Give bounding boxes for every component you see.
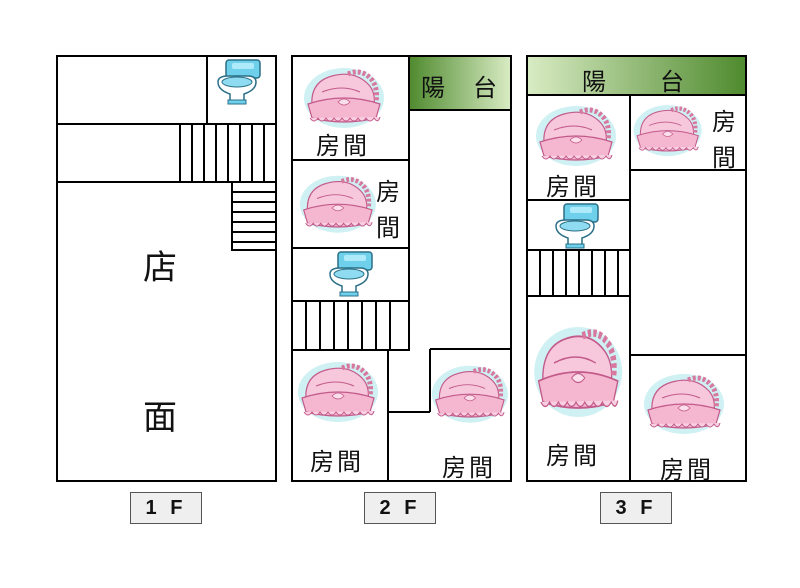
floor-2-plan [291,55,512,482]
cradle-icon [644,374,724,434]
shop-label-bottom: 面 [143,398,177,438]
room-2f-1-label: 房間 [316,132,370,160]
cradle-icon [432,366,508,423]
balcony-2f [408,55,512,111]
floor-2-label: 2 F [364,492,436,524]
floor-1-label: 1 F [130,492,202,524]
balcony-2f-label: 陽 台 [421,74,499,102]
stairs-icon [179,123,277,251]
shop-label-top: 店 [143,248,177,288]
balcony-3f-label: 陽 台 [582,68,686,96]
stairs-icon [291,300,410,351]
room-3f-4-label: 房間 [660,456,714,484]
room-2f-3-label: 房間 [310,448,364,476]
room-3f-2-label-b: 間 [712,144,736,172]
balcony-3f [526,55,747,96]
cradle-icon [536,106,616,166]
room-3f-2-label-a: 房 [712,108,736,136]
cradle-icon [300,176,376,233]
room-2f-2-label-b: 間 [376,214,400,242]
stairs-icon [526,249,631,297]
floor-3-label: 3 F [600,492,672,524]
room-2f-2-label-a: 房 [376,178,400,206]
cradle-icon [634,105,702,156]
room-3f-3-label: 房間 [546,442,600,470]
room-3f-1-label: 房間 [546,173,600,201]
floor-3-plan [526,55,747,482]
floor-1-plan [56,55,277,482]
cradle-icon [534,327,622,417]
cradle-icon [304,68,384,128]
room-2f-4-label: 房間 [442,454,496,482]
cradle-icon [298,362,378,422]
